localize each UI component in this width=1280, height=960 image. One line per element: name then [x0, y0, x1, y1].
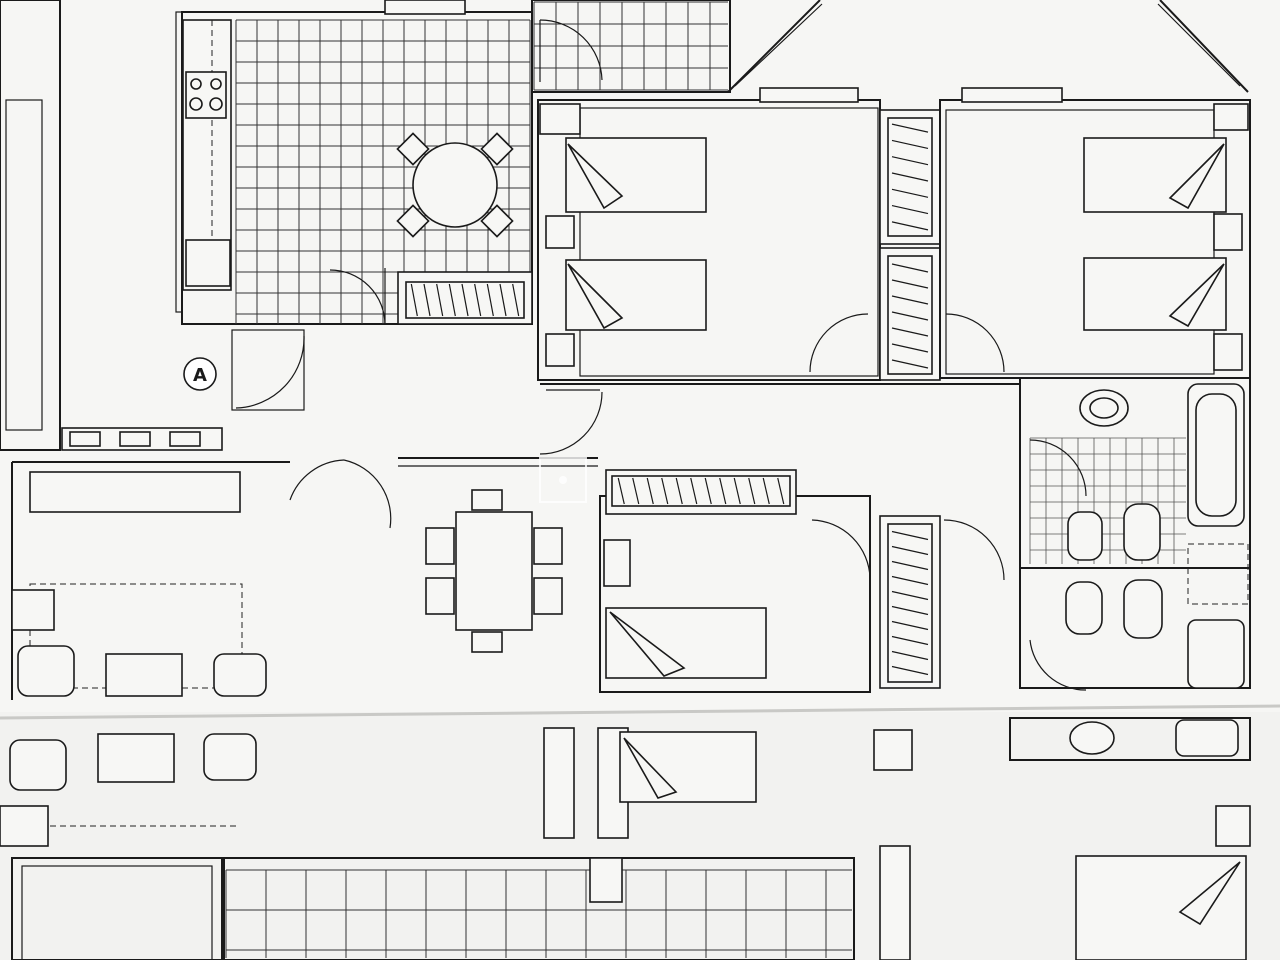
dining-chair [425, 527, 455, 565]
window [961, 87, 1063, 103]
washbasin-icon [1069, 721, 1115, 755]
nightstand [1213, 213, 1243, 251]
coffee-table [105, 653, 183, 697]
bedroom-3 [599, 469, 871, 693]
double-bed [1075, 855, 1247, 960]
living-room [11, 459, 563, 700]
kitchen-chair [480, 132, 514, 166]
nightstand [603, 539, 631, 587]
sideboard [29, 471, 241, 513]
nightstand [1215, 805, 1251, 847]
dining-chair [533, 577, 563, 615]
single-bed [1083, 137, 1227, 213]
single-bed [565, 259, 707, 331]
bathroom-2 [1019, 543, 1251, 691]
kitchen [175, 0, 533, 326]
bidet-icon [1065, 581, 1103, 635]
dining-chair [471, 631, 503, 653]
kitchen-chair [396, 204, 430, 238]
armchair [213, 653, 267, 697]
dining-chair [471, 489, 503, 511]
armchair [203, 733, 257, 781]
nightstand [545, 333, 575, 367]
stairwell [0, 0, 223, 451]
kitchen-sink-icon [384, 0, 466, 15]
armchair [9, 739, 67, 791]
bidet-icon [1123, 503, 1161, 561]
nightstand [545, 215, 575, 249]
bathtub-icon [1187, 619, 1245, 689]
wardrobe-central [879, 109, 941, 381]
toilet-icon [1123, 579, 1163, 639]
utility-room [531, 0, 731, 93]
toilet-icon [1067, 511, 1103, 561]
bedroom-1 [537, 87, 881, 381]
sheet-fold-line [0, 704, 1280, 720]
kitchen-chair [396, 132, 430, 166]
bedroom-3-door-icon [811, 519, 871, 579]
bedroom-2-door-icon [945, 313, 1005, 373]
entrance-door-icon [235, 335, 305, 409]
bathtub-icon [1175, 719, 1239, 757]
dining-chair [533, 527, 563, 565]
fridge-icon [185, 239, 231, 287]
kitchen-chair [480, 204, 514, 238]
bedroom-1-door-icon [809, 313, 869, 373]
unit-marker-badge [183, 357, 217, 391]
kitchen-door-icon [329, 269, 386, 326]
dining-table [455, 511, 533, 631]
wardrobe-lower [879, 515, 1005, 689]
terrace-outline [727, 0, 1249, 93]
coffee-table [97, 733, 175, 783]
adjacent-unit [0, 717, 1251, 960]
unit-marker-label: A [193, 365, 207, 386]
single-bed [605, 607, 767, 679]
kitchen-round-table [412, 142, 498, 228]
stove-icon [185, 71, 227, 119]
dining-chair [425, 577, 455, 615]
bathroom-1 [1019, 377, 1251, 569]
armchair [17, 645, 75, 697]
window [759, 87, 859, 103]
entrance: A [183, 329, 305, 411]
watermark [539, 457, 587, 503]
nightstand [1213, 333, 1243, 371]
